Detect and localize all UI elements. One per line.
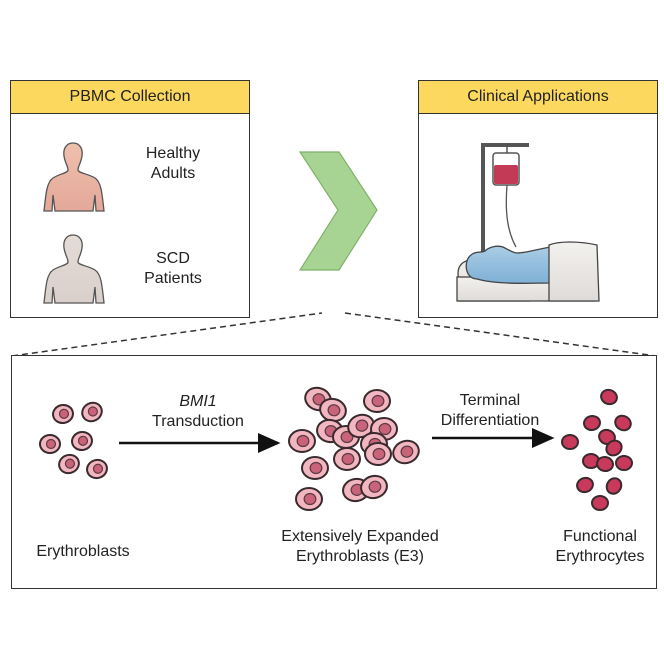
scd-label-line2: Patients xyxy=(144,270,202,287)
erythroblast-cell xyxy=(81,401,103,423)
erythrocyte-cell xyxy=(596,455,614,473)
erythroblast-cell xyxy=(52,403,74,425)
erythroblast-cell xyxy=(71,430,93,452)
transduction-label-gene: BMI1 xyxy=(179,393,217,410)
expanded-erythroblast-cluster xyxy=(288,386,420,511)
erythroblast-cluster xyxy=(39,401,108,480)
e3-label-line2: Erythroblasts (E3) xyxy=(295,548,425,565)
erythroblast-cell xyxy=(86,458,108,480)
erythrocytes-label: Functional Erythrocytes xyxy=(540,527,660,567)
erythroblasts-label: Erythroblasts xyxy=(36,543,130,560)
erythrocyte-cell xyxy=(576,476,594,494)
expanded-erythroblast-cell xyxy=(363,389,391,413)
person-icon-group xyxy=(43,142,105,304)
differentiation-label-line1: Terminal xyxy=(459,392,521,409)
expanded-erythroblast-cell xyxy=(364,442,392,466)
clinical-applications-title: Clinical Applications xyxy=(419,81,657,114)
expanded-erythroblast-cell xyxy=(288,429,316,453)
erythrocyte-cell xyxy=(583,414,601,432)
erythrocyte-cell xyxy=(605,439,623,457)
person-icon-healthy xyxy=(43,142,105,212)
healthy-label-line2: Adults xyxy=(150,165,196,182)
expanded-erythroblast-cell xyxy=(392,439,420,465)
erythrocyte-cell xyxy=(561,434,579,450)
transduction-label-text: Transduction xyxy=(152,413,244,430)
differentiation-label-line2: Differentiation xyxy=(440,412,540,429)
expanded-erythroblast-cell xyxy=(333,447,361,471)
clinical-applications-panel: Clinical Applications xyxy=(418,80,658,318)
erythrocyte-cell xyxy=(605,477,623,495)
erythroblast-cell xyxy=(39,434,61,454)
expanded-erythroblast-cell xyxy=(360,474,388,500)
erythrocyte-cell xyxy=(615,455,633,471)
erythrocyte-cell xyxy=(591,495,609,511)
transduction-label: BMI1 Transduction xyxy=(128,392,268,432)
erythrocyte-cell xyxy=(614,414,632,432)
differentiation-process-panel xyxy=(11,355,657,589)
dashed-line-right xyxy=(344,312,657,357)
erythrocytes-label-line2: Erythrocytes xyxy=(555,548,645,565)
pbmc-collection-panel: PBMC Collection Healthy Adults SCD Patie… xyxy=(10,80,250,318)
erythrocyte-cell xyxy=(600,388,618,406)
scd-patients-label: SCD Patients xyxy=(131,249,215,289)
iv-pole-arm xyxy=(481,143,529,147)
expanded-erythroblast-cell xyxy=(301,456,329,480)
erythrocyte-cluster xyxy=(561,388,633,511)
person-icon-scd xyxy=(43,234,105,304)
erythrocytes-label-line1: Functional xyxy=(563,528,637,545)
dashed-line-left xyxy=(11,312,323,357)
iv-tube xyxy=(505,184,517,248)
iv-pole xyxy=(481,143,485,253)
healthy-adults-label: Healthy Adults xyxy=(131,144,215,184)
e3-label-line1: Extensively Expanded xyxy=(281,528,439,545)
erythroblast-cell xyxy=(58,453,80,475)
patient-transfusion-icon xyxy=(456,143,600,302)
pbmc-collection-title: PBMC Collection xyxy=(11,81,249,114)
differentiation-label: Terminal Differentiation xyxy=(420,391,560,431)
expanded-erythroblast-cell xyxy=(319,397,347,423)
healthy-label-line1: Healthy xyxy=(145,145,201,162)
e3-label: Extensively Expanded Erythroblasts (E3) xyxy=(265,527,455,567)
scd-label-line1: SCD xyxy=(156,250,190,267)
expanded-erythroblast-cell xyxy=(295,487,323,511)
